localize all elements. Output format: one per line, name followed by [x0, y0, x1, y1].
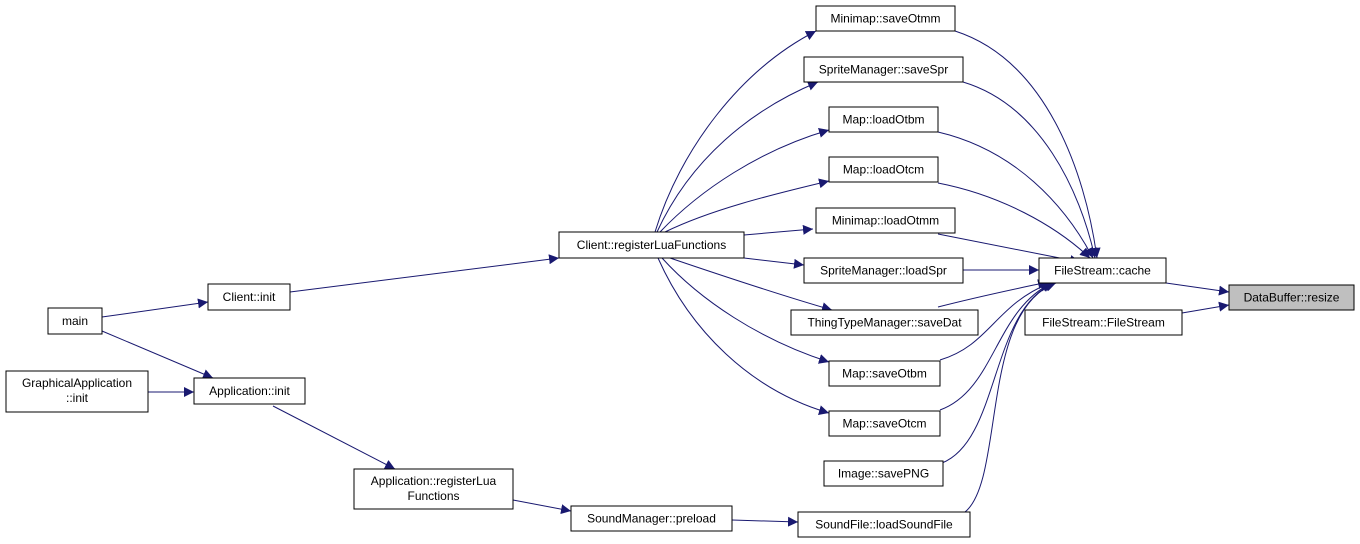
- node-label: DataBuffer::resize: [1244, 291, 1340, 305]
- node-thingtypemanager-savedat[interactable]: ThingTypeManager::saveDat: [790, 309, 979, 336]
- edge-saveotbm-to-cache: [939, 282, 1051, 361]
- node-label: GraphicalApplication: [22, 376, 132, 390]
- node-label: SoundManager::preload: [587, 512, 716, 526]
- node-application-init[interactable]: Application::init: [193, 377, 306, 405]
- node-label: ::init: [66, 391, 89, 405]
- node-filestream-cache[interactable]: FileStream::cache: [1038, 257, 1167, 284]
- node-label: FileStream::cache: [1054, 264, 1151, 278]
- edge-reglua-to-loadspr: [743, 257, 805, 269]
- edge-preload-to-loadsoundfile: [731, 516, 799, 527]
- node-client-init[interactable]: Client::init: [207, 283, 291, 311]
- node-map-loadotbm[interactable]: Map::loadOtbm: [828, 106, 939, 133]
- edge-reglua-to-saveotbm: [661, 257, 830, 364]
- node-label: main: [62, 314, 88, 328]
- node-databuffer-resize[interactable]: DataBuffer::resize: [1228, 284, 1355, 311]
- node-label: ThingTypeManager::saveDat: [807, 316, 962, 330]
- node-label: Application::registerLua: [371, 474, 497, 488]
- node-label: Minimap::saveOtmm: [830, 12, 940, 26]
- node-map-saveotcm[interactable]: Map::saveOtcm: [828, 410, 941, 437]
- node-client-registerluafunctions[interactable]: Client::registerLuaFunctions: [558, 231, 745, 259]
- node-label: Functions: [407, 489, 459, 503]
- node-label: Map::loadOtbm: [842, 113, 924, 127]
- node-label: Image::savePNG: [838, 467, 929, 481]
- edge-reglua-to-savespr: [656, 81, 819, 233]
- edge-clientinit-to-reglua: [289, 254, 560, 293]
- node-label: SpriteManager::saveSpr: [819, 63, 948, 77]
- node-label: SoundFile::loadSoundFile: [815, 518, 953, 532]
- edge-loadotbm-to-cache: [937, 131, 1094, 259]
- node-label: Application::init: [209, 384, 290, 398]
- node-label: Client::registerLuaFunctions: [577, 238, 726, 252]
- edge-saveotcm-to-cache: [939, 282, 1053, 411]
- edge-reglua-to-loadotcm: [664, 178, 830, 233]
- edge-savespr-to-cache: [962, 81, 1098, 259]
- node-soundmanager-preload[interactable]: SoundManager::preload: [570, 505, 733, 532]
- edge-reglua-to-loadotbm: [659, 127, 830, 233]
- node-image-savepng[interactable]: Image::savePNG: [823, 460, 944, 487]
- edge-loadotmm-to-cache: [937, 233, 1081, 265]
- node-label: Minimap::loadOtmm: [832, 214, 939, 228]
- node-graphicalapplication-init[interactable]: GraphicalApplication ::init: [5, 370, 149, 413]
- node-spritemanager-savespr[interactable]: SpriteManager::saveSpr: [803, 56, 964, 83]
- node-label: Map::saveOtbm: [842, 367, 927, 381]
- edge-loadsoundfile-to-cache: [964, 281, 1057, 513]
- node-label: Map::saveOtcm: [842, 417, 926, 431]
- edge-reglua-to-saveotcm: [657, 257, 830, 415]
- node-map-saveotbm[interactable]: Map::saveOtbm: [828, 360, 941, 387]
- edge-appreglua-to-preload: [512, 499, 572, 515]
- edge-main-to-clientinit: [101, 298, 209, 318]
- node-label: Map::loadOtcm: [843, 163, 924, 177]
- node-label: SpriteManager::loadSpr: [820, 264, 947, 278]
- edge-cache-to-resize: [1165, 282, 1230, 296]
- edge-reglua-to-saveotmm: [654, 30, 817, 233]
- edge-appinit-to-appreglua: [272, 405, 396, 470]
- edge-reglua-to-savedat: [669, 257, 833, 313]
- edges: [101, 30, 1230, 527]
- edge-savedat-to-cache: [937, 279, 1049, 308]
- node-minimap-loadotmm[interactable]: Minimap::loadOtmm: [815, 207, 956, 234]
- node-label: FileStream::FileStream: [1042, 316, 1165, 330]
- edge-main-to-appinit: [101, 330, 214, 379]
- node-minimap-saveotmm[interactable]: Minimap::saveOtmm: [815, 5, 956, 32]
- node-application-registerluafunctions[interactable]: Application::registerLua Functions: [353, 468, 514, 510]
- edge-saveotmm-to-cache: [954, 30, 1101, 259]
- node-map-loadotcm[interactable]: Map::loadOtcm: [828, 156, 939, 183]
- node-filestream-filestream[interactable]: FileStream::FileStream: [1024, 309, 1183, 336]
- edge-loadotcm-to-cache: [937, 182, 1091, 259]
- edge-reglua-to-loadotmm: [743, 224, 814, 236]
- node-label: Client::init: [223, 290, 276, 304]
- node-soundfile-loadsoundfile[interactable]: SoundFile::loadSoundFile: [797, 511, 971, 538]
- node-main[interactable]: main: [47, 307, 103, 335]
- edge-filestream-to-resize: [1181, 301, 1230, 314]
- node-spritemanager-loadspr[interactable]: SpriteManager::loadSpr: [803, 257, 964, 284]
